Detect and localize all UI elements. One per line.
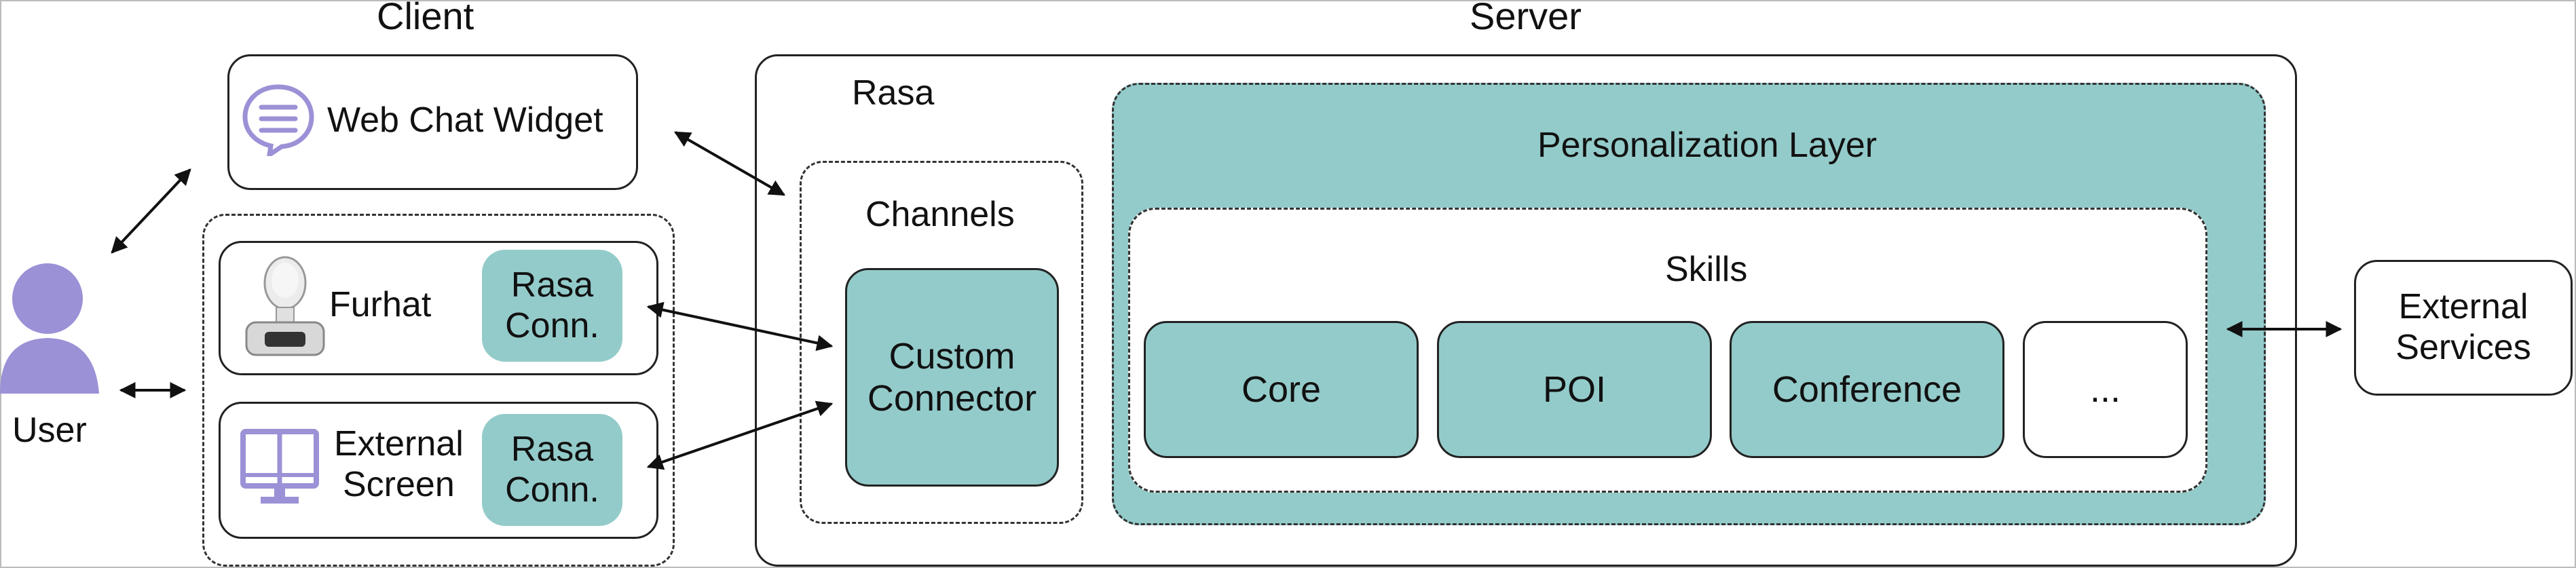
chat-bubble-icon [241,81,316,160]
skill-more: ... [2023,321,2188,458]
client-heading: Client [377,0,474,37]
custom-connector-label: Custom Connector [867,335,1037,419]
channels-label: Channels [865,195,1015,234]
screen-connector-label: Rasa Conn. [505,429,599,510]
user-icon [0,258,99,400]
skill-core-label: Core [1241,368,1322,410]
skills-label: Skills [1665,250,1748,289]
server-heading: Server [1470,0,1582,37]
furhat-connector-label: Rasa Conn. [505,265,599,345]
custom-connector: Custom Connector [845,268,1059,487]
monitor-icon [239,428,320,509]
skill-poi: POI [1437,321,1712,458]
personalization-label: Personalization Layer [1537,126,1878,165]
skill-core: Core [1144,321,1419,458]
external-services-label: External Services [2395,287,2531,367]
furhat-rasa-connector: Rasa Conn. [482,250,622,362]
skill-poi-label: POI [1542,368,1607,410]
external-screen-label: External Screen [334,424,464,504]
external-services: External Services [2354,260,2573,396]
skill-more-label: ... [2089,368,2121,410]
skill-conference-label: Conference [1772,368,1962,410]
client-device-group [202,214,675,567]
user-label: User [12,411,87,450]
furhat-label: Furhat [329,285,432,324]
skill-conference: Conference [1730,321,2004,458]
web-chat-label: Web Chat Widget [327,100,603,140]
robot-head-icon [241,248,329,356]
screen-rasa-connector: Rasa Conn. [482,414,622,526]
rasa-label: Rasa [852,73,935,113]
